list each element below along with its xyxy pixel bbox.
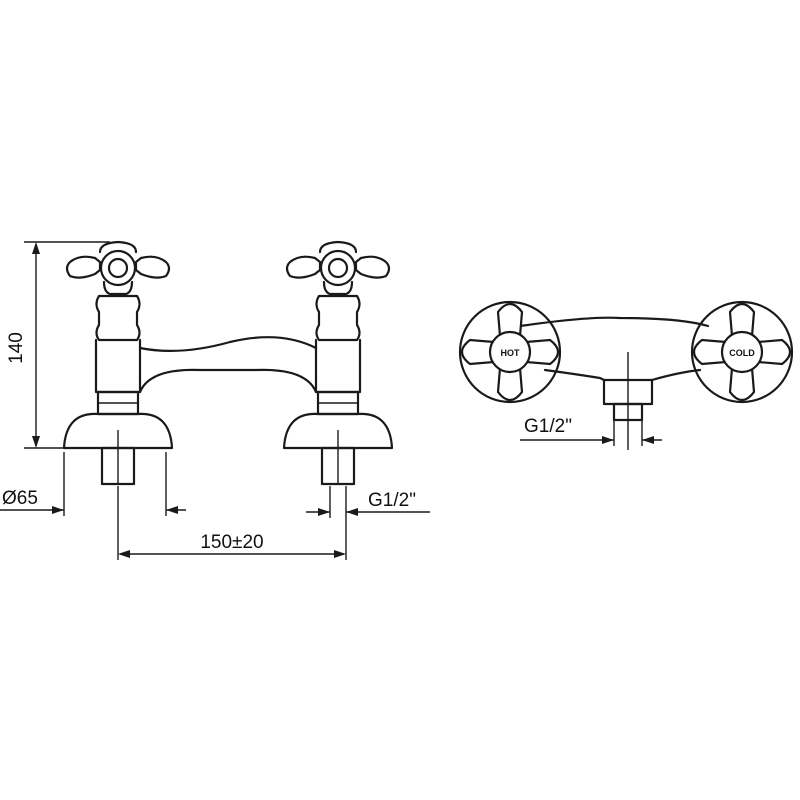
outlet-thread-label: G1/2" (524, 416, 572, 437)
inlet-thread-dimension: G1/2" (306, 486, 430, 518)
top-view: G1/2" HOT COLD (458, 300, 794, 450)
right-tap (282, 240, 394, 486)
inlet-thread-label: G1/2" (368, 490, 416, 511)
base-diameter-label: Ø65 (2, 488, 38, 509)
centers-dim-label: 150±20 (200, 532, 263, 553)
outlet-fitting: G1/2" (520, 352, 662, 450)
height-dim-label: 140 (6, 332, 27, 364)
centers-dimension: 150±20 (117, 486, 347, 560)
bridge (138, 336, 318, 394)
cold-label: COLD (729, 348, 755, 358)
height-dimension: 140 (6, 241, 110, 449)
hot-label: HOT (501, 348, 521, 358)
front-view: 140 Ø65 G1/2" 1 (0, 240, 430, 560)
top-body (518, 316, 710, 382)
hot-rosette: HOT (458, 300, 562, 404)
cold-rosette: COLD (690, 300, 794, 404)
base-diameter-dimension: Ø65 (0, 452, 186, 516)
left-tap (62, 240, 174, 486)
